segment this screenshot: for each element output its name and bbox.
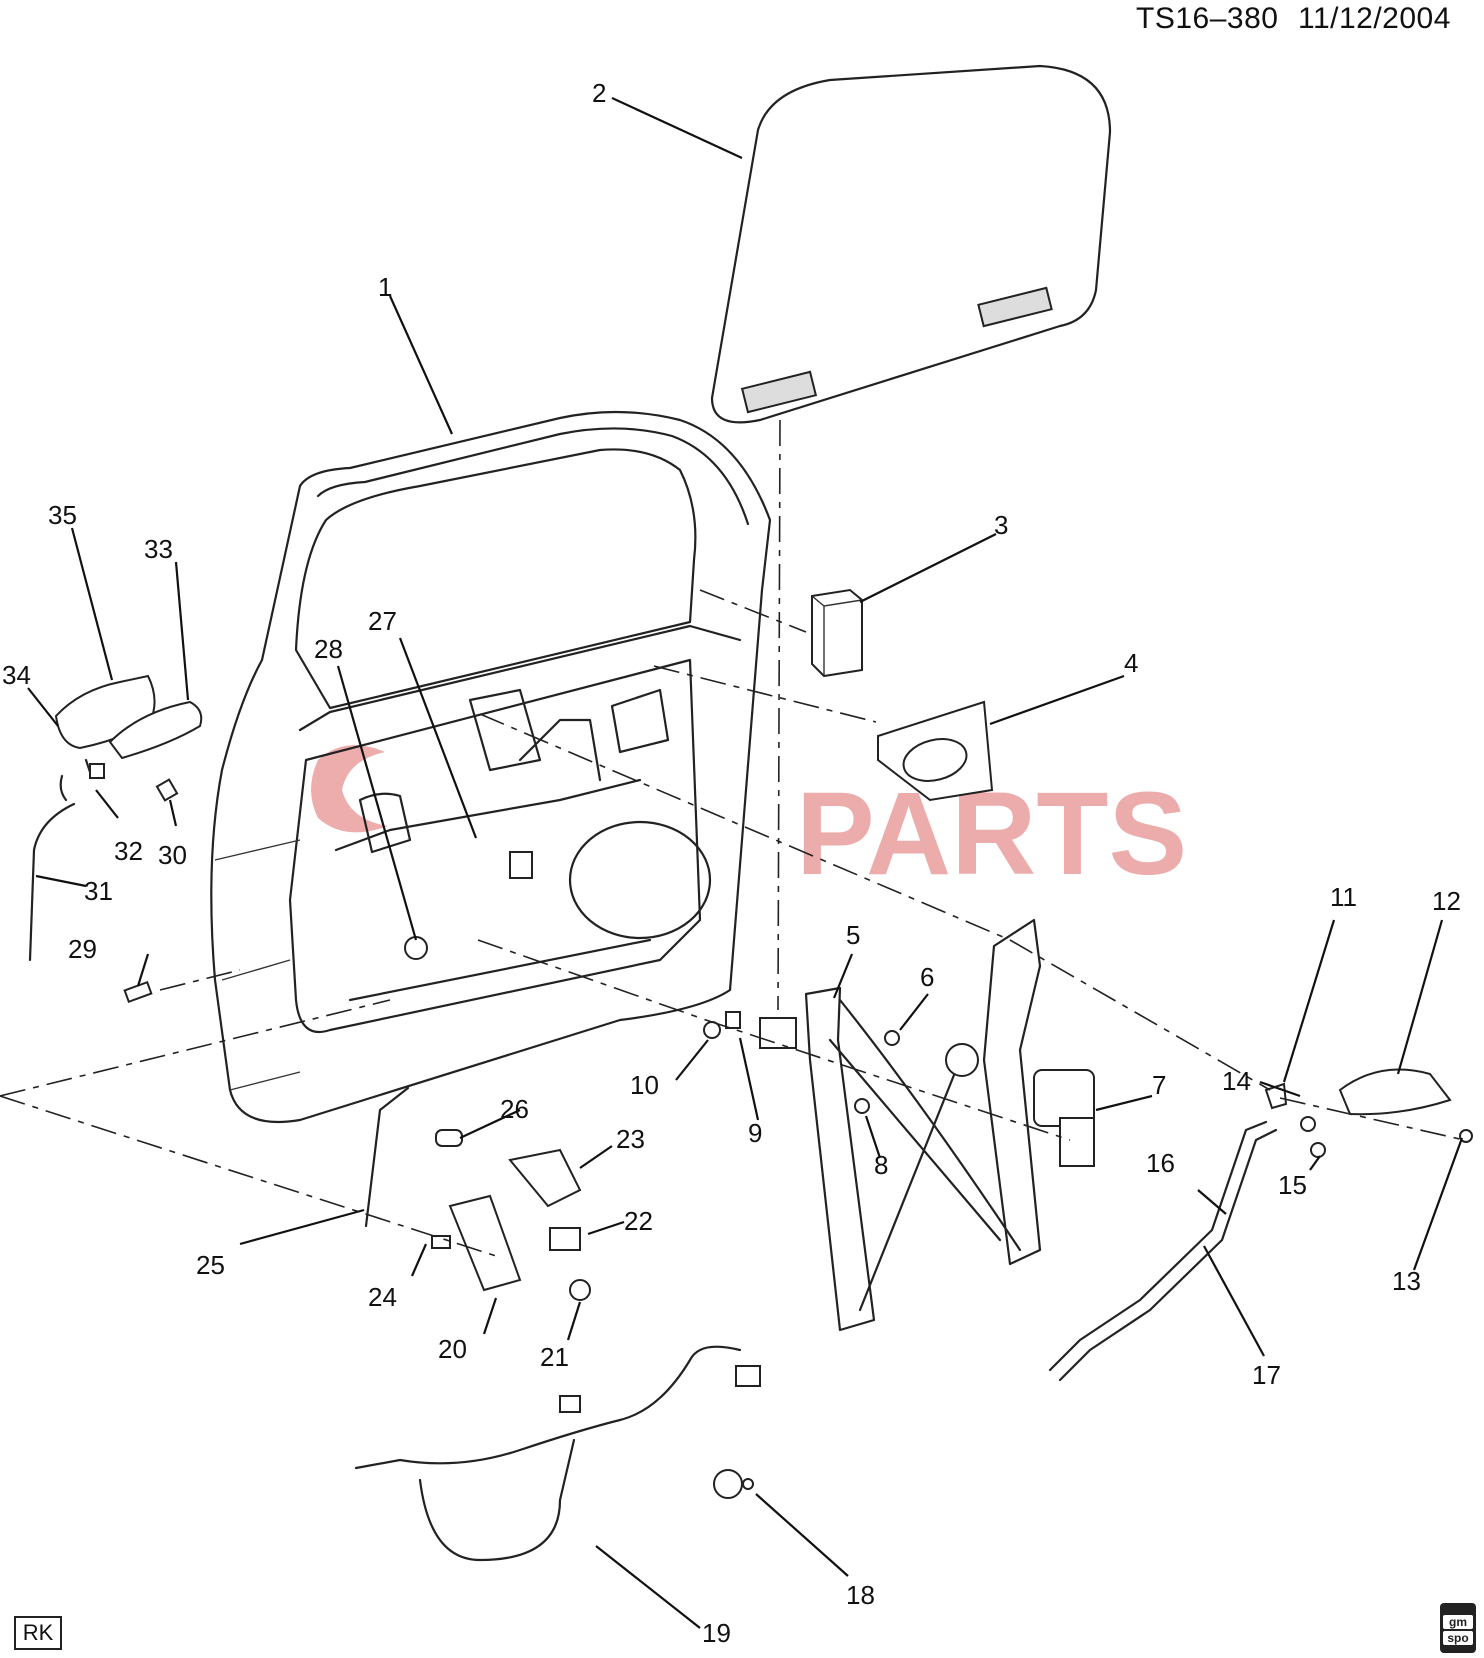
callout-28: 28 <box>314 634 343 664</box>
callout-29: 29 <box>68 934 97 964</box>
callout-23: 23 <box>616 1124 645 1154</box>
callout-10: 10 <box>630 1070 659 1100</box>
callout-18: 18 <box>846 1580 875 1610</box>
callout-26: 26 <box>500 1094 529 1124</box>
callout-31: 31 <box>84 876 113 906</box>
gm-spo-logo-icon: gm spo <box>1440 1603 1476 1653</box>
watermark-logo-icon <box>311 745 388 833</box>
part-wiring-harness <box>354 1345 761 1562</box>
rk-tag: RK <box>14 1616 62 1650</box>
callout-27: 27 <box>368 606 397 636</box>
callout-15: 15 <box>1278 1170 1307 1200</box>
callout-20: 20 <box>438 1334 467 1364</box>
part-door-shell <box>210 410 772 1124</box>
callout-5: 5 <box>846 920 860 950</box>
callout-22: 22 <box>624 1206 653 1236</box>
callout-7: 7 <box>1152 1070 1166 1100</box>
assembly-lines <box>0 419 1465 1257</box>
gm-logo-top: gm <box>1443 1615 1473 1629</box>
watermark: PARTS <box>311 745 1187 900</box>
callout-35: 35 <box>48 500 77 530</box>
callout-12: 12 <box>1432 886 1461 916</box>
callout-34: 34 <box>2 660 31 690</box>
part-glass-run-block <box>811 588 863 678</box>
callout-21: 21 <box>540 1342 569 1372</box>
callout-2: 2 <box>592 78 606 108</box>
diagram-date: 11/12/2004 <box>1298 2 1451 35</box>
callout-11: 11 <box>1330 882 1357 912</box>
callout-labels: 1 2 3 4 5 6 7 8 9 10 11 12 13 14 15 16 1… <box>2 78 1461 1648</box>
callout-1: 1 <box>378 272 392 302</box>
callout-4: 4 <box>1124 648 1138 678</box>
callout-19: 19 <box>702 1618 731 1648</box>
leader-lines <box>27 97 1464 1629</box>
callout-33: 33 <box>144 534 173 564</box>
part-door-latch <box>364 1086 591 1301</box>
callout-14: 14 <box>1222 1066 1251 1096</box>
part-window-regulator <box>759 918 1095 1332</box>
callout-25: 25 <box>196 1250 225 1280</box>
callout-24: 24 <box>368 1282 397 1312</box>
part-outside-handle <box>28 674 203 1004</box>
callout-3: 3 <box>994 510 1008 540</box>
callout-13: 13 <box>1392 1266 1421 1296</box>
callout-8: 8 <box>874 1150 888 1180</box>
part-window-glass <box>710 64 1112 424</box>
callout-16: 16 <box>1146 1148 1175 1178</box>
callout-9: 9 <box>748 1118 762 1148</box>
callout-6: 6 <box>920 962 934 992</box>
diagram-id: TS16–380 <box>1136 2 1279 35</box>
callout-32: 32 <box>114 836 143 866</box>
callout-30: 30 <box>158 840 187 870</box>
part-access-cover <box>877 700 994 802</box>
callout-17: 17 <box>1252 1360 1281 1390</box>
part-lock-rods <box>1048 1120 1278 1382</box>
gm-logo-bottom: spo <box>1443 1631 1473 1645</box>
